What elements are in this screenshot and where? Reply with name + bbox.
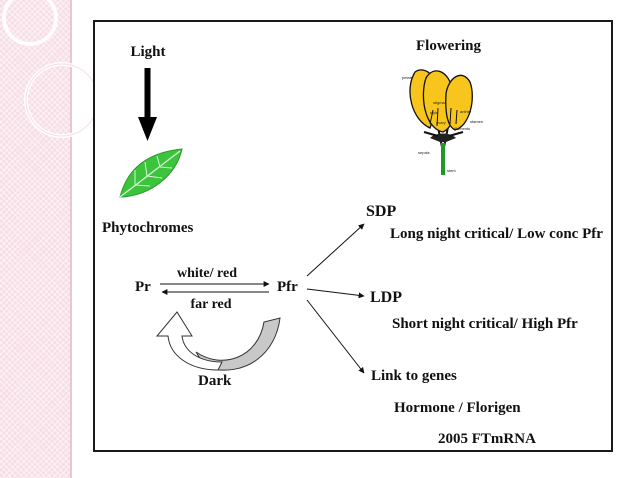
dark-cycle-arrows [155,311,281,371]
ftmrna-label: 2005 FTmRNA [438,431,536,447]
conversion-arrows [160,281,270,295]
strip-border-line [70,0,72,478]
light-label: Light [130,44,165,60]
stigma-label: stigma [433,100,446,105]
stem-label: stem [447,168,456,173]
filaments-label: filaments [454,126,470,131]
white-red-label: white/ red [177,266,237,281]
leaf-icon [119,148,183,198]
decorative-side-strip [0,0,70,478]
pfr-branch-arrows [306,223,365,374]
sdp-note: Long night critical/ Low conc Pfr [390,226,603,242]
style-label: style [430,110,439,115]
sdp-label: SDP [366,203,396,220]
stamen-label: stamen [470,119,483,124]
flower-part-labels: petals stigma style anther stamen ovary … [402,75,483,173]
ovary-label: ovary [436,120,446,125]
far-red-label: far red [190,297,231,312]
slide-frame [93,20,613,452]
ldp-label: LDP [370,289,402,306]
flowering-label: Flowering [416,38,481,54]
hormone-florigen-label: Hormone / Florigen [394,400,521,416]
pr-label: Pr [135,279,151,295]
ldp-note: Short night critical/ High Pfr [392,316,578,332]
link-to-genes-label: Link to genes [371,368,457,384]
pfr-label: Pfr [277,279,298,295]
phytochromes-label: Phytochromes [102,220,194,236]
anther-label: anther [460,109,472,114]
light-arrow-icon [138,68,157,141]
petals-label: petals [402,75,413,80]
dark-label: Dark [198,373,232,389]
sepals-label: sepals [418,150,430,155]
flower-diagram-icon [409,69,473,175]
